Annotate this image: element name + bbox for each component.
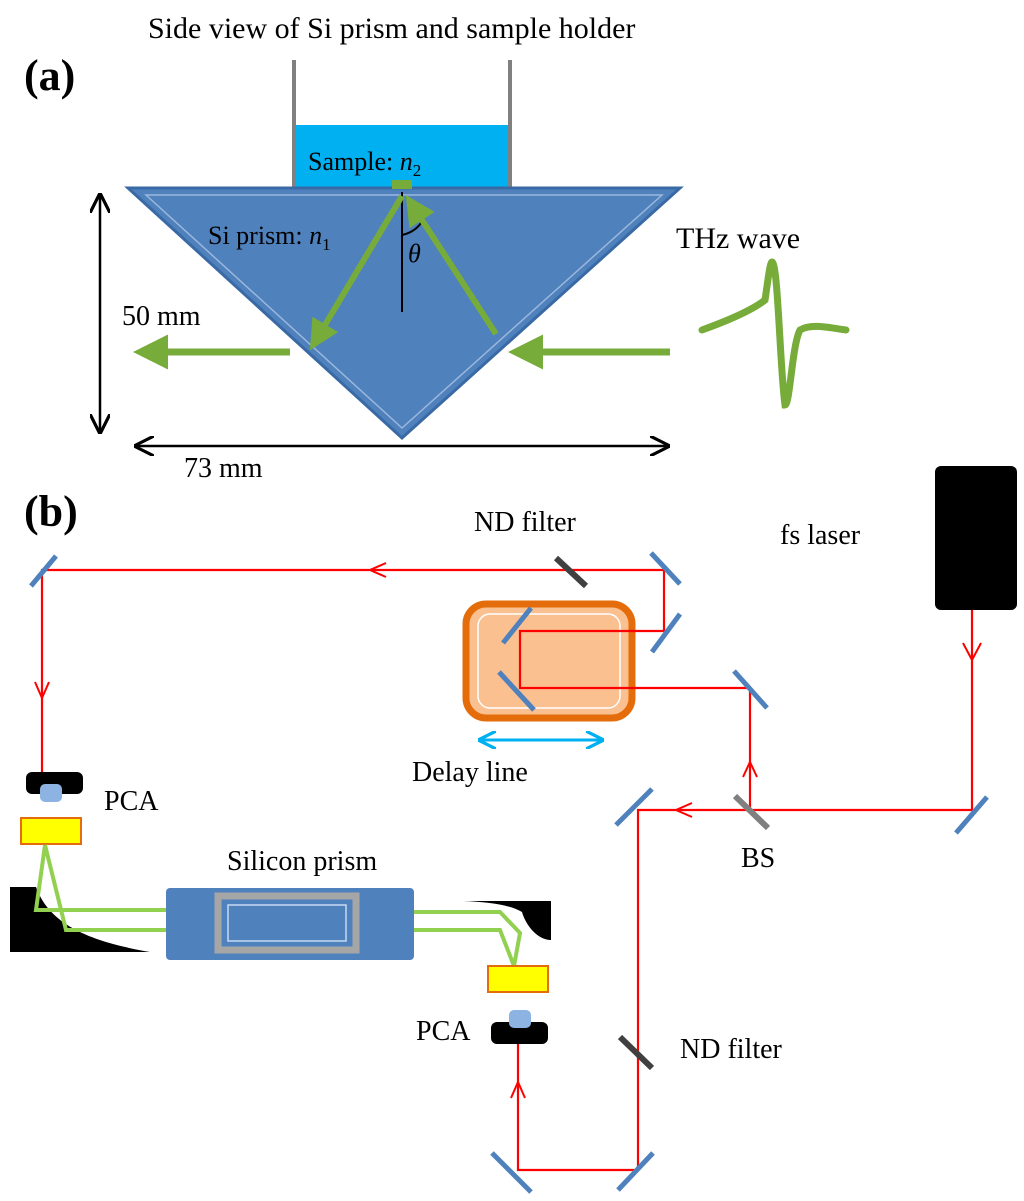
- nd-filter-top: [553, 555, 589, 589]
- pca-right-label: PCA: [416, 1016, 471, 1047]
- mirror: [501, 606, 533, 645]
- nd-filter-top-label: ND filter: [474, 507, 577, 538]
- pump-beam: [40, 568, 752, 810]
- mirrors: [29, 551, 989, 1194]
- delay-stage: [462, 600, 636, 722]
- beam-arrow: [510, 1079, 526, 1099]
- mirror: [954, 795, 989, 835]
- parabolic-mirror-left: [10, 887, 150, 952]
- mirror: [614, 787, 654, 827]
- probe-beam: [516, 610, 974, 1172]
- mirror: [649, 612, 683, 654]
- prism-label: Si prism: n1: [208, 221, 331, 254]
- height-label: 50 mm: [122, 301, 201, 332]
- panel-b: (b) ND filter fs laser Delay line: [10, 466, 1017, 1194]
- nd-filter-bottom-label: ND filter: [680, 1034, 783, 1065]
- pca-left-label: PCA: [104, 786, 159, 817]
- fs-laser: [935, 466, 1017, 610]
- mirror: [497, 670, 536, 712]
- beam-arrow: [742, 759, 758, 778]
- beam-arrow: [673, 802, 693, 818]
- sample-region: [294, 125, 510, 188]
- fs-laser-label: fs laser: [780, 520, 861, 551]
- thz-beam-path: [33, 844, 523, 967]
- width-label: 73 mm: [184, 453, 263, 484]
- mirror: [29, 554, 58, 588]
- thz-beam: [33, 844, 166, 912]
- thz-beam: [414, 910, 523, 967]
- thz-pulse-waveform: [698, 258, 850, 409]
- panel-b-tag: (b): [24, 487, 78, 536]
- pca-right-lens: [509, 1010, 531, 1028]
- silicon-prism-sample-inner: [227, 904, 347, 942]
- thz-beam: [43, 844, 166, 932]
- parabolic-mirror-right: [463, 901, 551, 940]
- mirror: [490, 1151, 533, 1194]
- thz-beam: [414, 928, 516, 967]
- si-prism-inner-edge: [144, 194, 664, 430]
- beam-arrow: [962, 642, 982, 663]
- pca-left-chip: [20, 817, 82, 845]
- panel-a: Side view of Si prism and sample holder …: [24, 12, 850, 484]
- delay-line-label: Delay line: [412, 757, 528, 788]
- thz-beam-down: [309, 194, 405, 351]
- panel-a-tag: (a): [24, 51, 75, 100]
- bs-label: BS: [741, 843, 775, 874]
- thz-wave-label: THz wave: [676, 222, 800, 255]
- panel-a-title: Side view of Si prism and sample holder: [148, 12, 635, 45]
- silicon-prism-label: Silicon prism: [227, 846, 377, 877]
- pca-right-mount: [491, 1022, 548, 1044]
- mirror: [649, 551, 682, 586]
- sample-spot: [392, 180, 412, 189]
- thz-beam-up: [405, 194, 499, 336]
- beam-arrow: [367, 562, 387, 578]
- pca-left-lens: [40, 784, 62, 802]
- angle-symbol: θ: [408, 239, 421, 268]
- mirror: [732, 669, 769, 710]
- sample-label: Sample: n2: [308, 147, 421, 180]
- beam-splitter: [732, 793, 771, 831]
- nd-filter-bottom: [617, 1034, 655, 1071]
- beam-direction-arrows: [34, 562, 982, 1099]
- laser-beam-path: [40, 568, 974, 1172]
- beam-arrow: [34, 681, 50, 701]
- pca-right-chip: [487, 965, 549, 993]
- delay-stage-inner: [477, 613, 621, 709]
- mirror: [616, 1151, 655, 1192]
- silicon-prism-sample-window: [214, 892, 360, 954]
